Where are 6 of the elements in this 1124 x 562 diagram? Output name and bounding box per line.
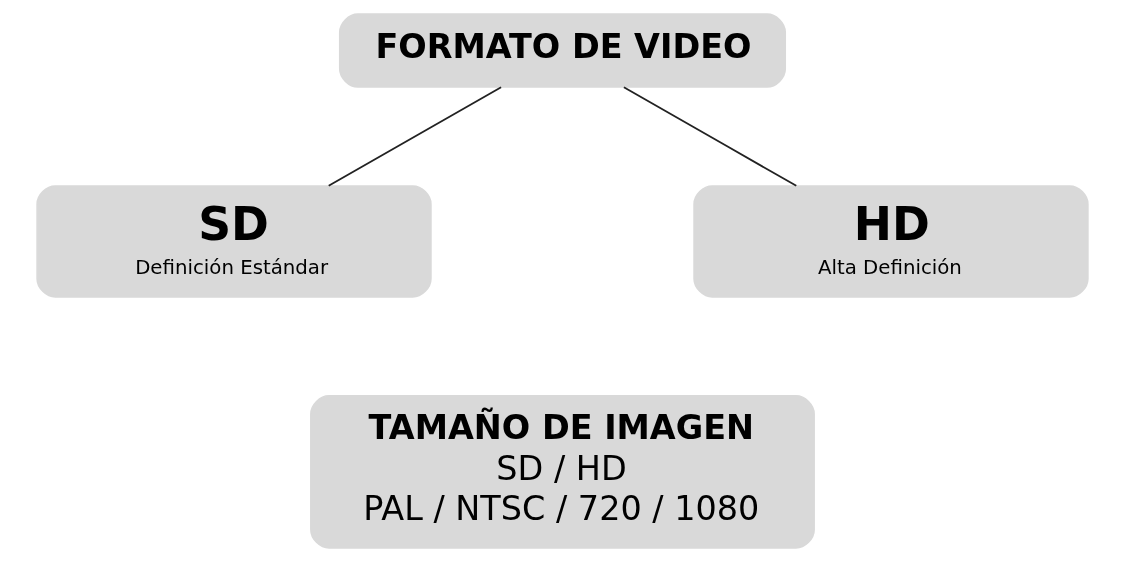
connector — [327, 86, 502, 187]
node-box: HD Alta Definición — [692, 185, 1089, 298]
connector — [622, 86, 797, 187]
node-box: TAMAÑO DE IMAGEN SD / HD PAL / NTSC / 720 / 1080 — [309, 395, 815, 549]
node-box: FORMATO DE VIDEO — [338, 13, 786, 88]
node-box: SD Definición Estándar — [35, 185, 432, 298]
